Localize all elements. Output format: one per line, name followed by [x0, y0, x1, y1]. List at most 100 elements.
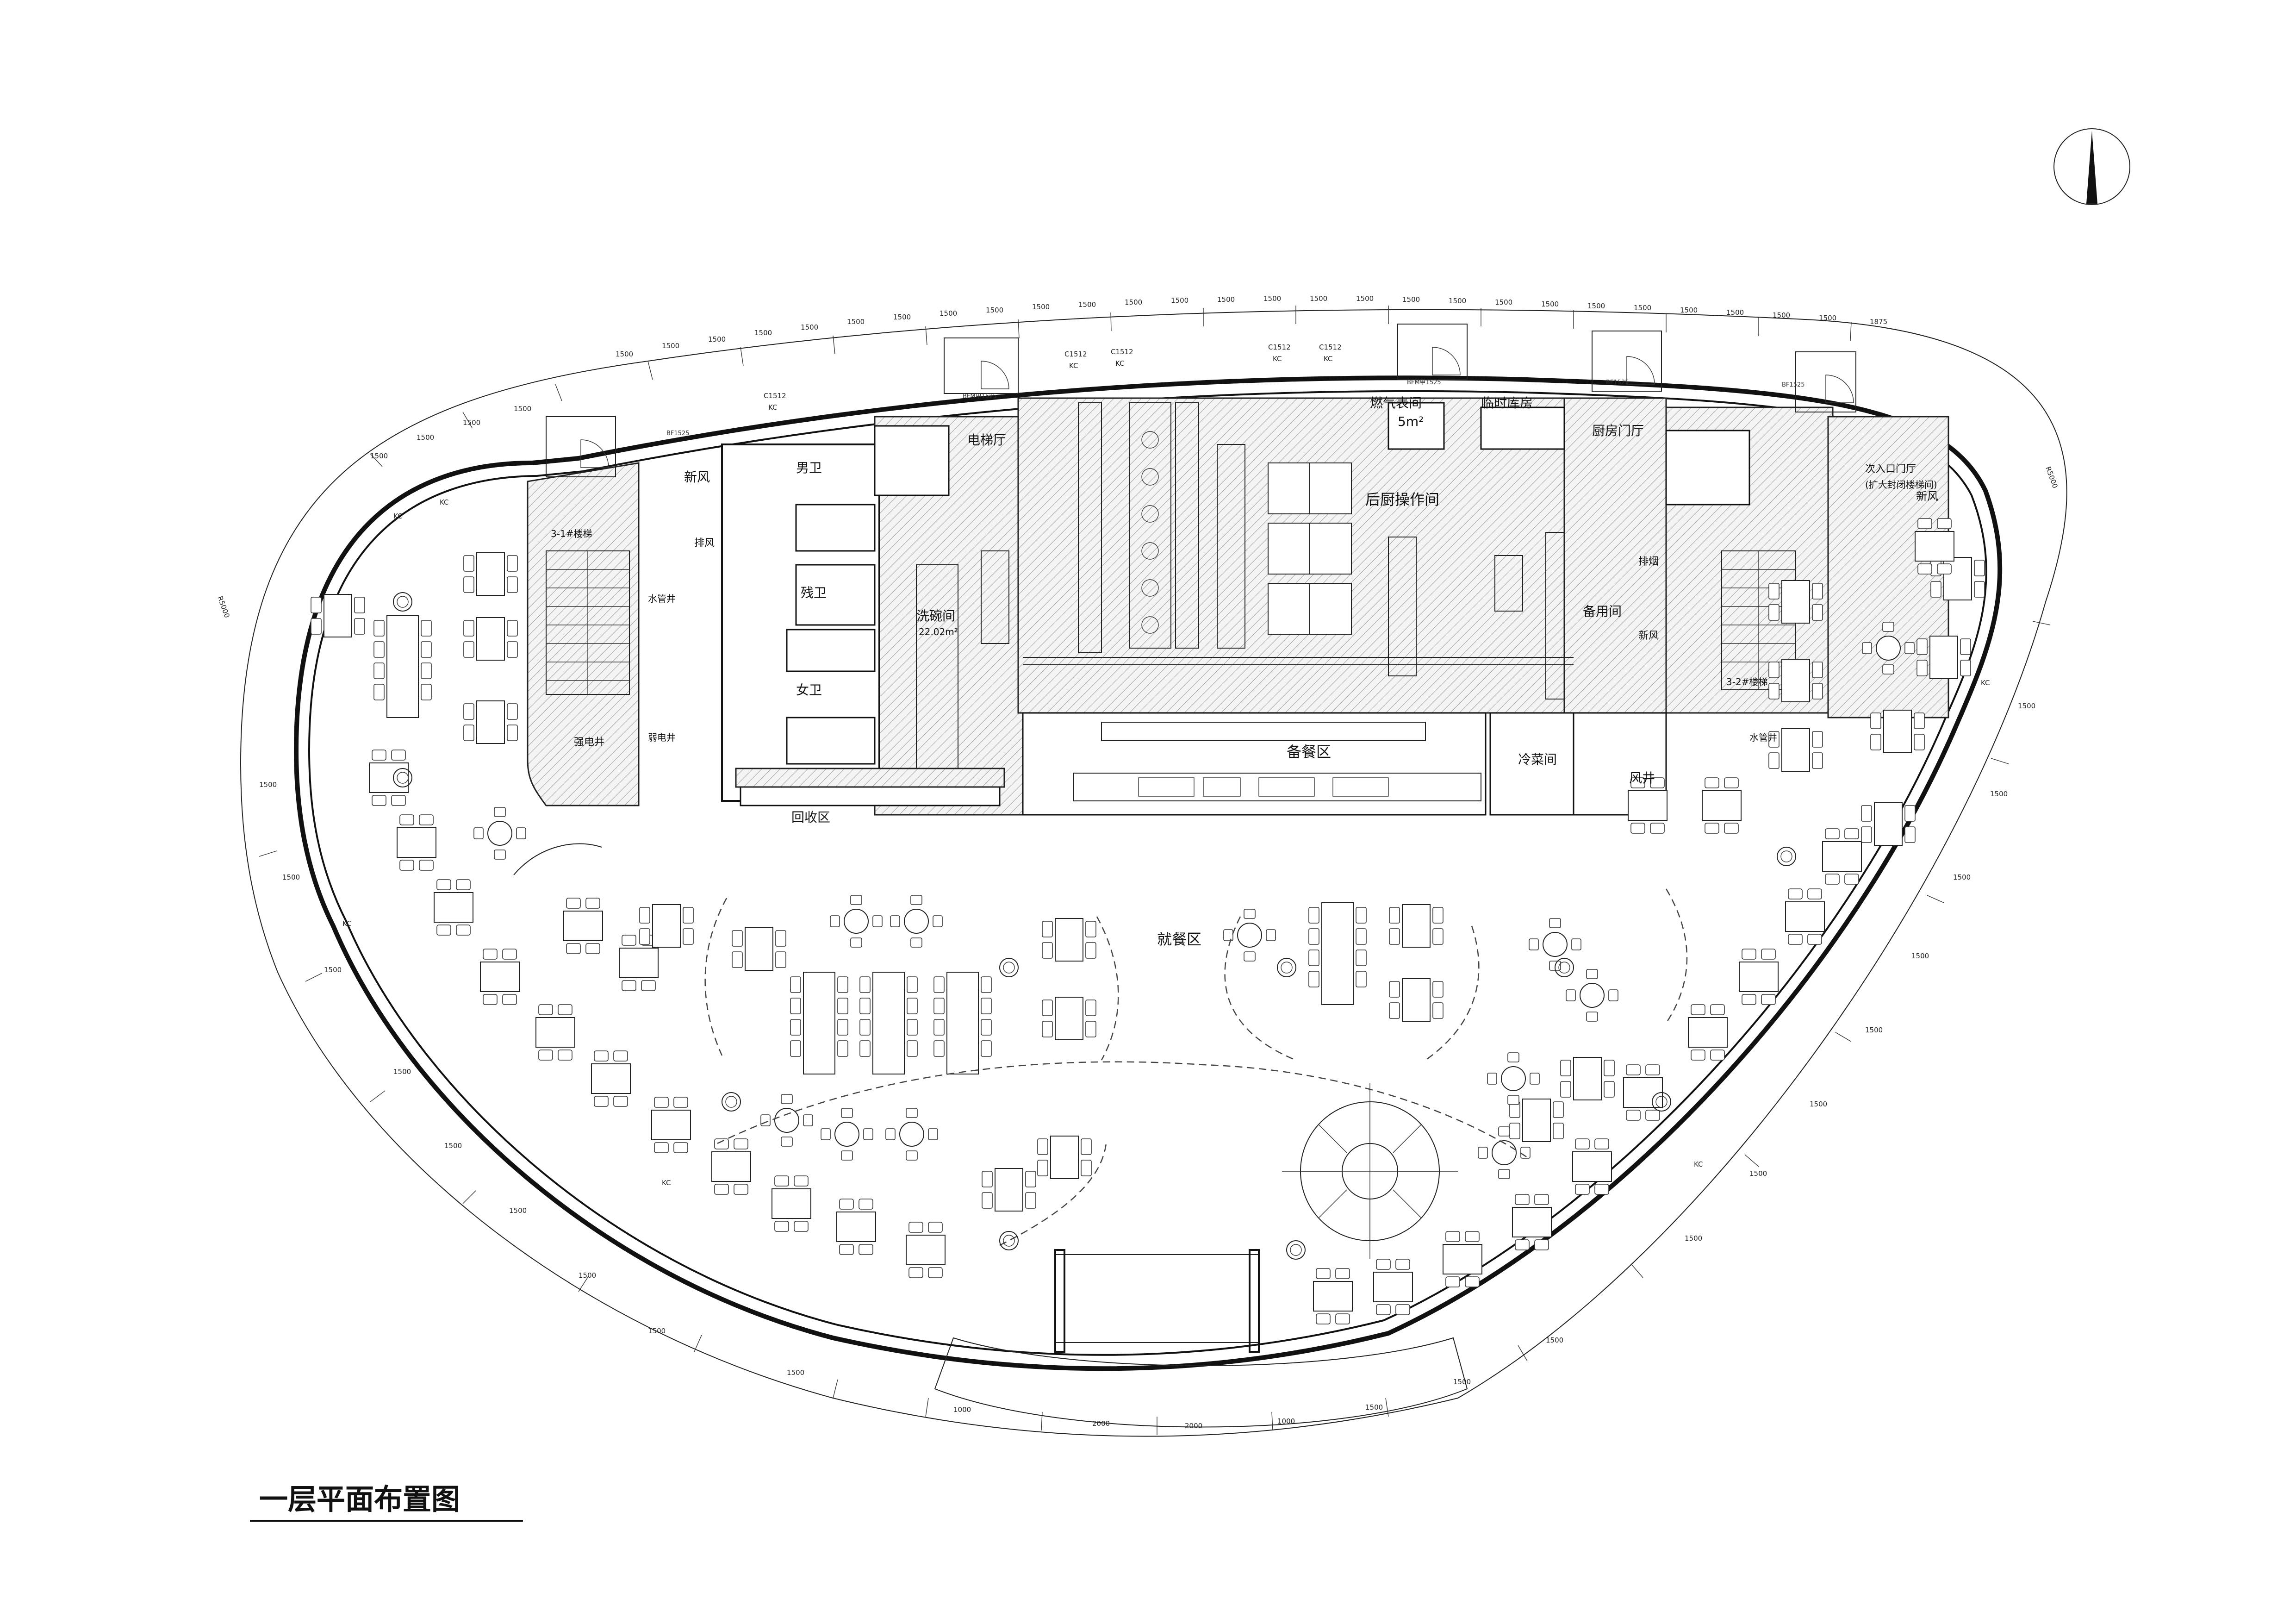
- dim-top: 1500: [1587, 302, 1605, 310]
- building-inner-wall: [308, 390, 1987, 1356]
- dim-left: 1500: [370, 452, 388, 460]
- dim-bottom: 2000: [1092, 1419, 1110, 1428]
- label-disabled-wc: 残卫: [801, 585, 827, 600]
- dim-top: 1500: [1541, 300, 1559, 308]
- tag-kc: KC: [1324, 355, 1333, 363]
- label-stair-hall-right-note: (扩大封闭楼梯间): [1865, 479, 1937, 490]
- dim-top: 1500: [1263, 294, 1281, 303]
- dimension-ticks: [259, 306, 2051, 1435]
- label-stair-right: 3-2#楼梯: [1726, 676, 1767, 687]
- label-air-shaft: 风井: [1629, 770, 1655, 786]
- dim-top: 1500: [1310, 294, 1327, 303]
- tag-kc: KC: [342, 919, 352, 928]
- tag-c1512: C1512: [1268, 343, 1291, 351]
- label-smoke-exhaust: 排烟: [1638, 556, 1659, 568]
- tag-c1512: C1512: [764, 392, 786, 400]
- label-prep-area: 备餐区: [1287, 743, 1331, 761]
- entrance-canopy: [934, 1337, 1468, 1428]
- dim-top: 1500: [940, 309, 957, 318]
- tag-kc: KC: [393, 512, 403, 520]
- tag-c1512: C1512: [1064, 350, 1087, 358]
- room-labels: 新风 男卫 电梯厅 燃气表间 5m² 临时库房 厨房门厅 次入口门厅 (扩大封闭…: [551, 395, 1938, 948]
- dim-top: 1500: [847, 318, 865, 326]
- dim-right: 1500: [1810, 1100, 1827, 1108]
- label-wash-room-area: 22.02m²: [919, 626, 958, 637]
- stair-left: [546, 550, 630, 695]
- north-arrow-icon: [2053, 128, 2130, 205]
- tag-kc: KC: [1069, 362, 1078, 370]
- kitchen-equipment: [916, 402, 1574, 778]
- tag-c1512: C1512: [1319, 343, 1342, 351]
- dim-bottom: 1500: [579, 1271, 596, 1280]
- label-cold-room: 冷菜间: [1518, 752, 1557, 767]
- dim-bottom: 1000: [953, 1405, 971, 1414]
- tag-kc: KC: [662, 1179, 671, 1187]
- building-outer-wall: [293, 375, 2003, 1371]
- dim-bottom: 2000: [1185, 1422, 1202, 1430]
- dim-left: 1500: [417, 433, 434, 442]
- dim-top: 1500: [986, 306, 1003, 314]
- dim-bottom: 1500: [648, 1327, 666, 1335]
- dim-top: 1500: [1495, 298, 1512, 306]
- label-exhaust-shaft: 排风: [694, 537, 715, 549]
- dim-top: 1500: [1726, 308, 1744, 317]
- label-strong-elec: 强电井: [574, 737, 604, 748]
- dim-bottom: 1500: [282, 873, 300, 881]
- dim-top: 1500: [708, 335, 726, 344]
- label-stair-hall-right: 次入口门厅: [1865, 463, 1916, 475]
- dim-top: 1500: [1449, 297, 1466, 305]
- label-wash-room: 洗碗间: [916, 608, 955, 624]
- spiral-stair: [1282, 1083, 1458, 1259]
- label-stair-left: 3-1#楼梯: [551, 528, 592, 539]
- dim-bottom: 1500: [444, 1142, 462, 1150]
- curved-banquette: [513, 843, 602, 875]
- dim-bottom: 1500: [509, 1206, 527, 1215]
- tag-kc: KC: [1273, 355, 1282, 363]
- service-core: [527, 462, 640, 806]
- label-weak-elec: 弱电井: [648, 732, 676, 743]
- dim-right: 1500: [1953, 873, 1971, 881]
- dim-top: 1500: [1773, 311, 1790, 319]
- dimension-labels: 1500 1500 1500 1500 1500 1500 1500 1500 …: [216, 294, 2060, 1430]
- label-gas-meter-area: 5m²: [1398, 414, 1424, 429]
- outer-dimension-curve: [240, 309, 2067, 1437]
- dim-left: 1500: [514, 405, 531, 413]
- dim-bottom: 1500: [1453, 1378, 1471, 1386]
- dim-top: 1500: [754, 329, 772, 337]
- tag-kc: KC: [768, 403, 778, 412]
- dim-bottom: 1500: [1546, 1336, 1563, 1344]
- dim-right: 1500: [2018, 702, 2035, 710]
- dim-bottom: 1500: [787, 1368, 804, 1377]
- dim-top: 1500: [1171, 296, 1188, 305]
- tag-kc: KC: [1115, 359, 1125, 368]
- dim-top: 1500: [1078, 300, 1096, 309]
- label-water-shaft-left: 水管井: [648, 593, 676, 604]
- dim-bottom: 1500: [1365, 1403, 1383, 1412]
- dim-right: 1500: [1749, 1169, 1767, 1178]
- label-water-shaft-right: 水管井: [1749, 732, 1777, 743]
- dim-bottom: 1500: [393, 1068, 411, 1076]
- prep-counter: [735, 712, 1667, 816]
- dim-bottom: 1500: [259, 781, 277, 789]
- label-fresh-air-left: 新风: [684, 469, 710, 485]
- dim-right: 1500: [1685, 1234, 1702, 1243]
- dim-left: 1500: [463, 418, 480, 427]
- label-kitchen-hall: 厨房门厅: [1592, 423, 1644, 438]
- label-dining: 就餐区: [1157, 931, 1201, 948]
- drawing-title: 一层平面布置图: [259, 1482, 460, 1516]
- dim-top: 1500: [801, 323, 818, 331]
- dim-radius-right: R5000: [2044, 465, 2060, 489]
- entrance-vestibule: [1055, 1254, 1259, 1343]
- tag-kc: KC: [1694, 1160, 1703, 1168]
- dim-right: 1500: [1865, 1026, 1883, 1034]
- label-back-kitchen: 后厨操作间: [1365, 491, 1439, 508]
- tag-bf1525: BF1525: [1606, 379, 1629, 386]
- dim-top: 1500: [662, 342, 679, 350]
- dim-top: 1875: [1870, 318, 1887, 326]
- dim-top: 1500: [1217, 295, 1235, 304]
- dim-top: 1500: [1125, 298, 1142, 306]
- dim-radius-left: R5000: [216, 595, 231, 619]
- label-gas-meter: 燃气表间: [1370, 395, 1422, 411]
- tag-c1512: C1512: [1111, 348, 1133, 356]
- dim-right: 1500: [1911, 952, 1929, 960]
